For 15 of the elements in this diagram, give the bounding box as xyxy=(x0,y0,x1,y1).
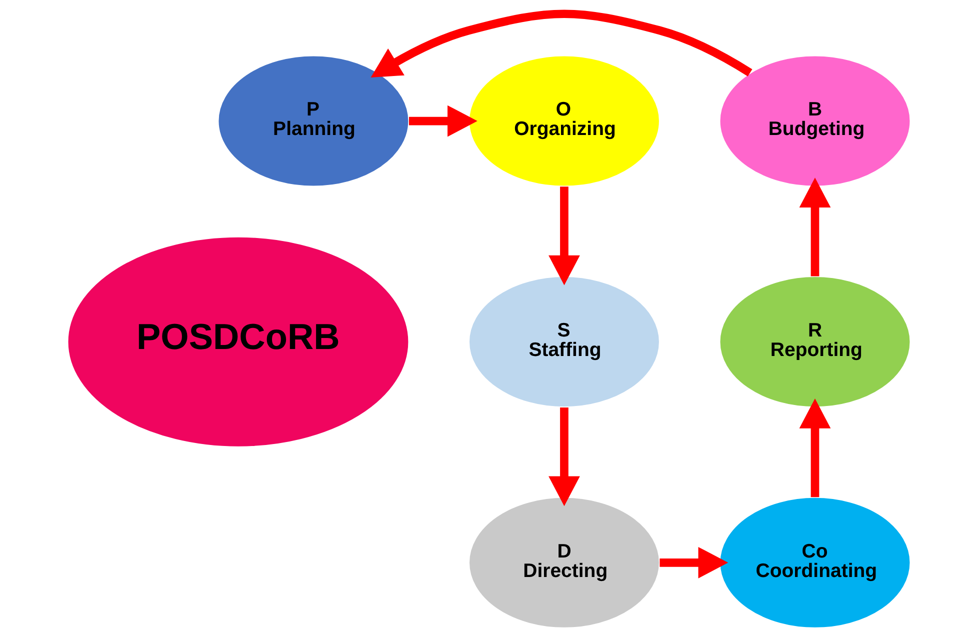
arrow xyxy=(548,186,580,286)
node-ellipse: O Organizing xyxy=(468,54,660,188)
node-ellipse: B Budgeting xyxy=(718,54,912,188)
arrow xyxy=(799,398,831,498)
node-ellipse: P Planning xyxy=(217,54,410,188)
arrow xyxy=(548,407,580,506)
arrow xyxy=(370,10,752,78)
node-ellipse: Co Coordinating xyxy=(718,496,912,629)
node-ellipse: R Reporting xyxy=(718,276,912,408)
arrow xyxy=(408,105,478,137)
node-ellipse: D Directing xyxy=(468,496,660,629)
arrow xyxy=(799,178,831,276)
node-ellipse: S Staffing xyxy=(468,276,660,408)
node-ellipse: POSDCoRB xyxy=(66,236,410,448)
arrow xyxy=(660,546,728,578)
